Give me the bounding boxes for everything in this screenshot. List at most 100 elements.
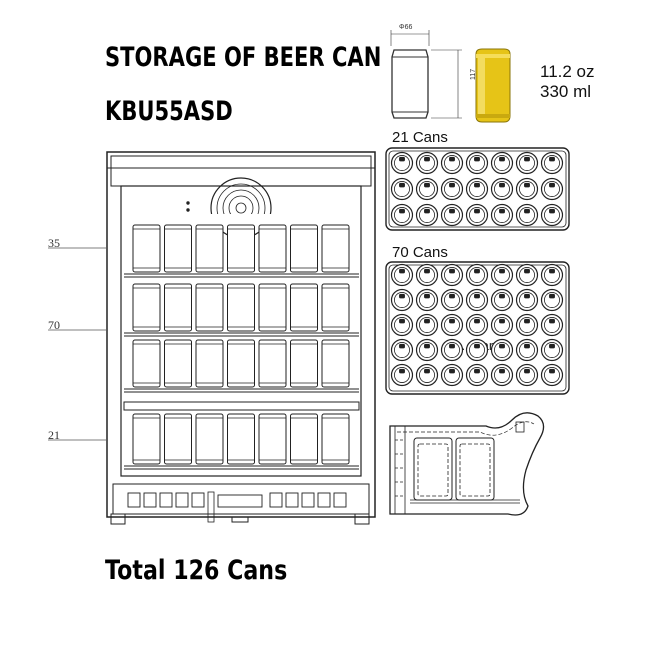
can-front-view bbox=[321, 283, 350, 332]
can-front-view bbox=[321, 339, 350, 388]
can-top-view bbox=[440, 177, 464, 201]
can-front-view bbox=[321, 413, 350, 465]
fridge-front-view bbox=[106, 151, 376, 525]
can-top-view bbox=[440, 363, 464, 387]
can-top-view bbox=[465, 263, 489, 287]
can-front-view bbox=[132, 283, 161, 332]
can-front-view bbox=[132, 339, 161, 388]
can-top-view bbox=[540, 203, 564, 227]
can-top-view bbox=[390, 263, 414, 287]
can-top-view bbox=[390, 288, 414, 312]
can-top-view bbox=[415, 338, 439, 362]
can-front-view bbox=[227, 224, 255, 273]
can-top-view bbox=[440, 151, 464, 175]
can-top-view bbox=[465, 288, 489, 312]
can-top-view bbox=[390, 203, 414, 227]
can-top-view bbox=[415, 177, 439, 201]
can-top-view bbox=[540, 151, 564, 175]
model-number: KBU55ASD bbox=[105, 96, 233, 127]
can-top-view bbox=[415, 263, 439, 287]
can-top-view bbox=[515, 203, 539, 227]
can-top-view bbox=[390, 363, 414, 387]
can-top-view bbox=[390, 313, 414, 337]
can-front-view bbox=[290, 413, 318, 465]
can-top-view bbox=[465, 338, 489, 362]
can-top-view bbox=[390, 177, 414, 201]
can-top-view bbox=[490, 203, 514, 227]
can-top-view bbox=[490, 363, 514, 387]
can-front-view bbox=[195, 283, 224, 332]
can-top-view bbox=[515, 151, 539, 175]
shelf-count-lower: 21 bbox=[48, 428, 60, 442]
can-top-view bbox=[415, 363, 439, 387]
can-front-view bbox=[321, 224, 350, 273]
shelf-count-middle: 70 bbox=[48, 318, 60, 332]
can-top-view bbox=[490, 338, 514, 362]
can-front-view bbox=[132, 413, 161, 465]
beer-can-icon bbox=[475, 48, 511, 123]
page-title: STORAGE OF BEER CAN bbox=[105, 42, 382, 73]
total-cans-label: Total 126 Cans bbox=[105, 555, 288, 586]
can-top-view bbox=[465, 177, 489, 201]
can-top-view bbox=[540, 177, 564, 201]
can-top-view bbox=[440, 263, 464, 287]
can-diameter-label: Φ66 bbox=[399, 24, 413, 31]
can-front-view bbox=[227, 339, 255, 388]
can-front-view bbox=[258, 339, 287, 388]
can-top-view bbox=[440, 338, 464, 362]
can-top-view bbox=[390, 338, 414, 362]
side-view-drawing bbox=[389, 412, 545, 516]
can-top-view bbox=[540, 263, 564, 287]
can-front-view bbox=[164, 224, 192, 273]
can-top-view bbox=[515, 363, 539, 387]
can-top-view bbox=[540, 288, 564, 312]
can-front-view bbox=[164, 413, 192, 465]
can-volume-label: 330 ml bbox=[540, 82, 592, 101]
can-front-view bbox=[164, 283, 192, 332]
can-top-view bbox=[490, 151, 514, 175]
can-top-view bbox=[540, 363, 564, 387]
can-top-view bbox=[465, 151, 489, 175]
can-top-view bbox=[540, 338, 564, 362]
tray-top-drawing bbox=[385, 147, 570, 231]
can-top-view bbox=[440, 313, 464, 337]
can-top-view bbox=[490, 177, 514, 201]
can-top-view bbox=[415, 151, 439, 175]
fridge-can-rows bbox=[132, 224, 350, 465]
can-top-view bbox=[440, 288, 464, 312]
can-top-view bbox=[515, 313, 539, 337]
can-top-view bbox=[465, 203, 489, 227]
can-top-view bbox=[415, 313, 439, 337]
tray-top-label: 21 Cans bbox=[392, 129, 448, 146]
can-front-view bbox=[290, 224, 318, 273]
can-top-view bbox=[515, 338, 539, 362]
can-front-view bbox=[195, 224, 224, 273]
can-top-view bbox=[415, 203, 439, 227]
tray-bottom-label: 70 Cans bbox=[392, 244, 448, 261]
can-front-view bbox=[290, 339, 318, 388]
can-front-view bbox=[132, 224, 161, 273]
can-front-view bbox=[164, 339, 192, 388]
can-outline-drawing bbox=[390, 30, 462, 119]
can-top-view bbox=[515, 263, 539, 287]
can-front-view bbox=[290, 283, 318, 332]
can-front-view bbox=[258, 224, 287, 273]
can-weight-label: 11.2 oz bbox=[540, 62, 595, 81]
can-top-view bbox=[390, 151, 414, 175]
can-top-view bbox=[490, 263, 514, 287]
can-front-view bbox=[227, 413, 255, 465]
shelf-count-upper: 35 bbox=[48, 236, 60, 250]
can-top-view bbox=[540, 313, 564, 337]
can-front-view bbox=[195, 413, 224, 465]
can-front-view bbox=[258, 283, 287, 332]
can-top-view bbox=[490, 313, 514, 337]
can-top-view bbox=[490, 288, 514, 312]
can-top-view bbox=[415, 288, 439, 312]
count-leader-lines bbox=[48, 247, 106, 441]
can-top-view bbox=[465, 363, 489, 387]
can-front-view bbox=[227, 283, 255, 332]
can-front-view bbox=[258, 413, 287, 465]
can-top-view bbox=[515, 288, 539, 312]
can-top-view bbox=[515, 177, 539, 201]
